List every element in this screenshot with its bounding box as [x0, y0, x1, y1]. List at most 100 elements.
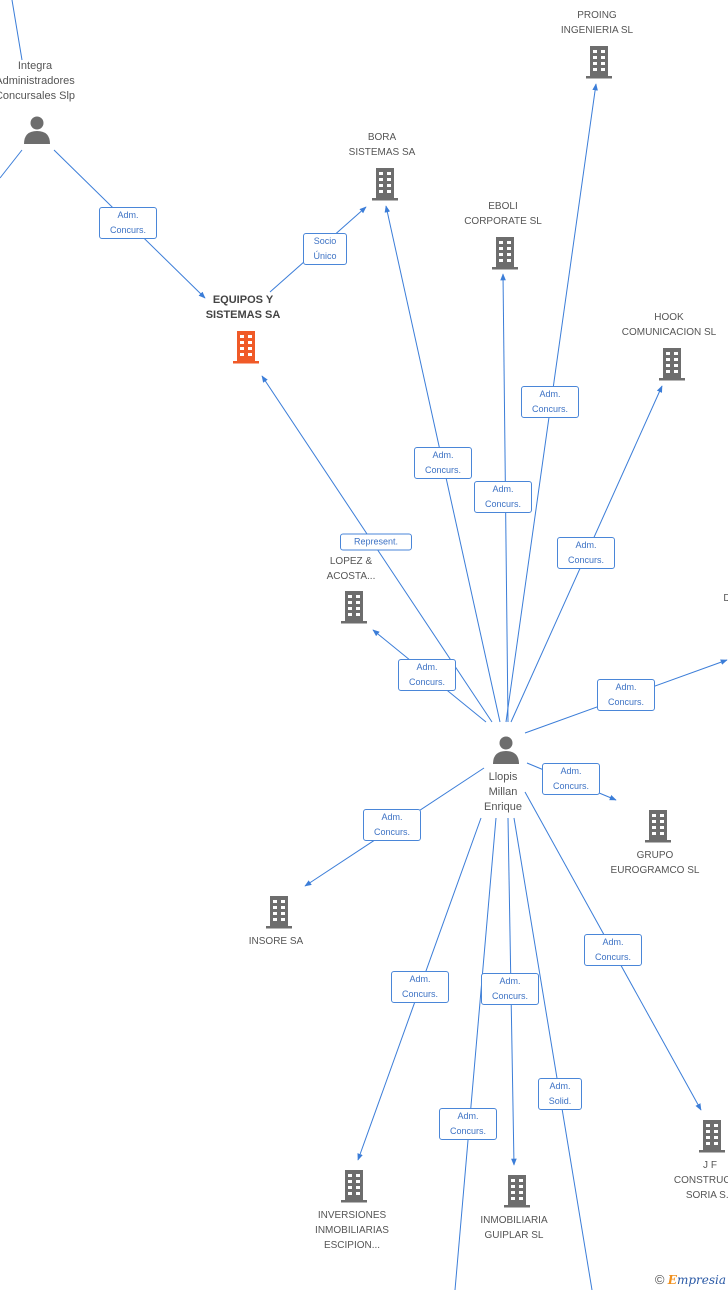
label-line: SORIA S... [685, 1190, 728, 1201]
edge-badge-grupo[interactable]: Adm. Concurs. [542, 763, 600, 795]
node-label-insore[interactable]: INSORE SA [249, 934, 303, 949]
edge-badge-integra-equipos[interactable]: Adm.Concurs. [99, 207, 157, 239]
edge-badge-dright[interactable]: Adm.Concurs. [597, 679, 655, 711]
building-icon[interactable] [502, 1174, 532, 1208]
edge-badge-bottom[interactable]: Adm. Concurs. [439, 1108, 497, 1140]
label-line: LOPEZ & [329, 556, 373, 567]
node-label-guiplar[interactable]: INMOBILIARIA GUIPLAR SL [480, 1213, 547, 1243]
label-line: D [723, 593, 728, 604]
building-icon[interactable] [339, 1169, 369, 1203]
building-icon[interactable] [370, 167, 400, 201]
building-icon[interactable] [490, 236, 520, 270]
label-line: Millan [488, 786, 518, 798]
badge-line: Adm. [409, 974, 431, 984]
badge-line: Adm. [539, 389, 561, 399]
building-icon[interactable] [264, 895, 294, 929]
label-line: INGENIERIA SL [560, 25, 634, 36]
badge-line: Concurs. [491, 991, 528, 1001]
label-line: ACOSTA... [326, 571, 376, 582]
node-label-dright[interactable]: D [723, 591, 728, 606]
node-label-inversiones[interactable]: INVERSIONES INMOBILIARIAS ESCIPION... [315, 1208, 389, 1253]
badge-line: Concurs. [401, 989, 438, 999]
label-line: GUIPLAR SL [484, 1230, 544, 1241]
badge-line: Adm. [615, 682, 637, 692]
edge-integra-offscreen-top [11, 0, 23, 61]
label-line: CONSTRUCC... [673, 1175, 728, 1186]
badge-line: Concurs. [567, 555, 604, 565]
label-line: INVERSIONES [317, 1210, 387, 1221]
badge-line: Concurs. [424, 465, 461, 475]
badge-line: Solid. [548, 1096, 572, 1106]
person-icon[interactable] [22, 114, 52, 144]
label-line: SISTEMAS SA [205, 309, 281, 321]
edge-badge-guiplar[interactable]: Adm. Concurs. [481, 973, 539, 1005]
edge-badge-jf[interactable]: Adm. Concurs. [584, 934, 642, 966]
building-icon-focus[interactable] [231, 330, 261, 364]
label-line: EUROGRAMCO SL [610, 865, 700, 876]
badge-line: Adm. [457, 1111, 479, 1121]
brand-initial: E [667, 1273, 677, 1287]
label-line: BORA [367, 132, 397, 143]
node-label-hook[interactable]: HOOK COMUNICACION SL [622, 310, 716, 340]
badge-line: Adm. [381, 812, 403, 822]
badge-line: Adm. [575, 540, 597, 550]
label-line: Administradores [0, 75, 75, 87]
label-line: INMOBILIARIAS [315, 1225, 389, 1236]
node-label-proing[interactable]: PROING INGENIERIA SL [561, 8, 633, 38]
label-line: ESCIPION... [323, 1240, 381, 1251]
edge-integra-offscreen-left [0, 149, 23, 179]
badge-line: Concurs. [531, 404, 568, 414]
node-label-eboli[interactable]: EBOLI CORPORATE SL [464, 199, 542, 229]
edge-badge-eboli[interactable]: Adm. Concurs. [474, 481, 532, 513]
badge-line: Único [313, 251, 337, 261]
building-icon[interactable] [697, 1119, 727, 1153]
building-icon[interactable] [657, 347, 687, 381]
label-line: J F [703, 1160, 717, 1171]
label-line: COMUNICACION SL [621, 327, 717, 338]
badge-line: Adm. [416, 662, 438, 672]
node-label-equipos[interactable]: EQUIPOS Y SISTEMAS SA [206, 293, 281, 323]
person-icon[interactable] [491, 734, 521, 764]
edge-badge-represent[interactable]: Represent. [340, 533, 412, 551]
badge-line: Concurs. [594, 952, 631, 962]
badge-line: Concurs. [109, 225, 146, 235]
label-line: CORPORATE SL [464, 216, 542, 227]
badge-line: Adm. [560, 766, 582, 776]
label-line: INSORE SA [248, 936, 304, 947]
building-icon[interactable] [339, 590, 369, 624]
edge-badge-mlopez[interactable]: Adm. Concurs. [398, 659, 456, 691]
label-line: EBOLI [488, 201, 518, 212]
edge-badge-hook[interactable]: Adm. Concurs. [557, 537, 615, 569]
edge-badge-proing[interactable]: Adm. Concurs. [521, 386, 579, 418]
label-line: EQUIPOS Y [212, 294, 274, 306]
badge-line: Adm. [499, 976, 521, 986]
badge-line: Adm. [602, 937, 624, 947]
edge-badge-bora[interactable]: Adm. Concurs. [414, 447, 472, 479]
badge-line: Concurs. [552, 781, 589, 791]
badge-line: Adm. [432, 450, 454, 460]
edge-badge-insore[interactable]: Adm.Concurs. [363, 809, 421, 841]
building-icon[interactable] [584, 45, 614, 79]
edge-llopis-bottom-left [454, 817, 497, 1290]
edge-badge-inversiones[interactable]: Adm. Concurs. [391, 971, 449, 1003]
badge-line: Concurs. [408, 677, 445, 687]
node-label-jf[interactable]: J F CONSTRUCC... SORIA S... [674, 1158, 728, 1203]
label-line: PROING [577, 10, 617, 21]
badge-line: Concurs. [484, 499, 521, 509]
badge-line: Concurs. [449, 1126, 486, 1136]
edge-llopis-bottom-right [513, 817, 593, 1290]
edge-badge-solid[interactable]: Adm.Solid. [538, 1078, 582, 1110]
building-icon[interactable] [643, 809, 673, 843]
label-line: Llopis [488, 771, 518, 783]
label-line: HOOK [654, 312, 684, 323]
badge-line: Adm. [492, 484, 514, 494]
node-label-grupo[interactable]: GRUPO EUROGRAMCO SL [611, 848, 700, 878]
copyright-symbol: © [654, 1272, 665, 1287]
label-line: GRUPO [636, 850, 674, 861]
label-line: INMOBILIARIA [480, 1215, 548, 1226]
